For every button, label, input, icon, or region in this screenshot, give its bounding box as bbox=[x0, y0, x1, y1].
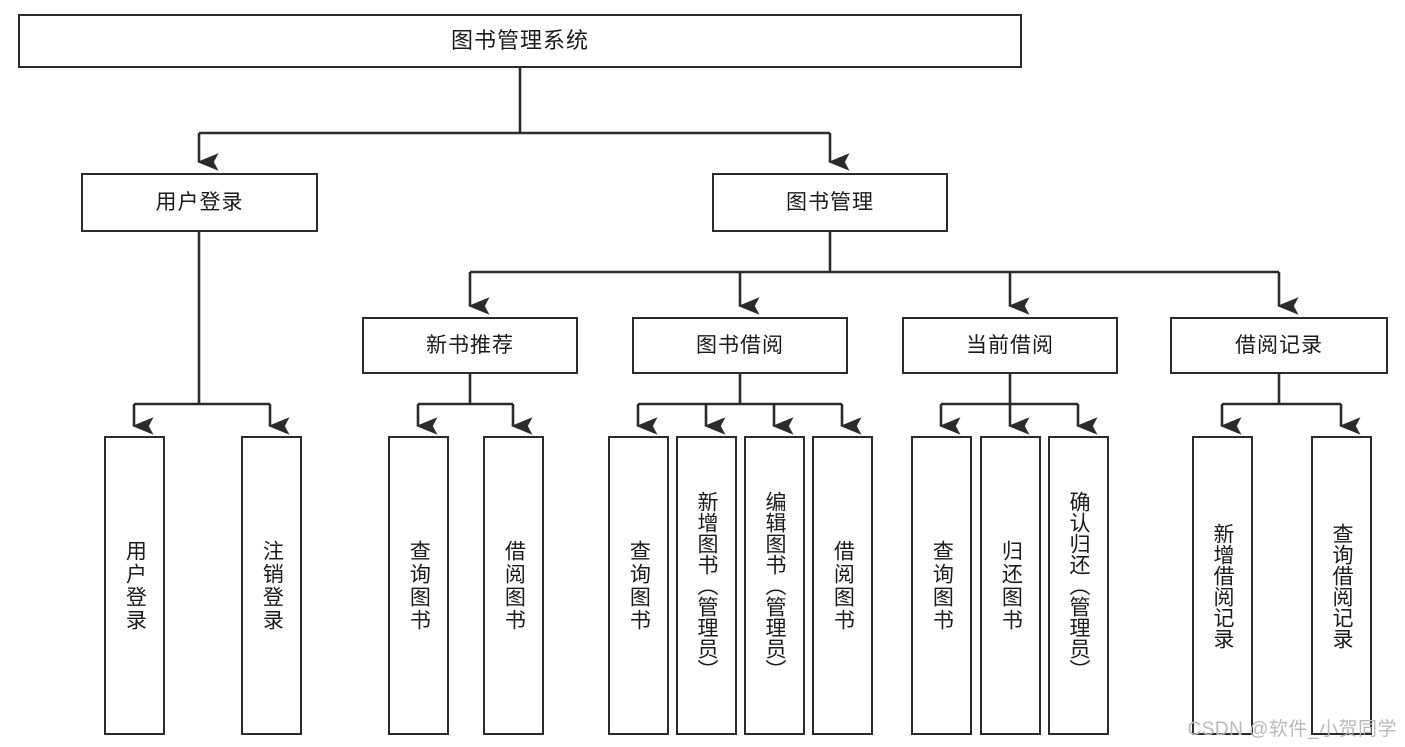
leaf-logout-label: 注销登录 bbox=[260, 539, 284, 632]
node-user-login[interactable]: 用户登录 bbox=[81, 173, 318, 232]
leaf-user-login[interactable]: 用户登录 bbox=[104, 436, 165, 735]
leaf-query-book-2[interactable]: 查询图书 bbox=[608, 436, 669, 735]
leaf-edit-book-label: 编辑图书（管理员） bbox=[763, 491, 787, 680]
node-new-book-recommend[interactable]: 新书推荐 bbox=[362, 317, 578, 374]
leaf-add-record[interactable]: 新增借阅记录 bbox=[1192, 436, 1253, 735]
leaf-borrow-book-1-label: 借阅图书 bbox=[502, 539, 526, 632]
leaf-query-record[interactable]: 查询借阅记录 bbox=[1311, 436, 1372, 735]
node-current-borrow-label: 当前借阅 bbox=[966, 333, 1054, 357]
node-user-login-label: 用户登录 bbox=[155, 190, 244, 214]
leaf-edit-book[interactable]: 编辑图书（管理员） bbox=[744, 436, 805, 735]
leaf-borrow-book-1[interactable]: 借阅图书 bbox=[483, 436, 544, 735]
leaf-query-book-1[interactable]: 查询图书 bbox=[388, 436, 449, 735]
leaf-user-login-label: 用户登录 bbox=[123, 539, 147, 632]
leaf-confirm-return[interactable]: 确认归还（管理员） bbox=[1048, 436, 1109, 735]
leaf-logout[interactable]: 注销登录 bbox=[241, 436, 302, 735]
leaf-query-book-3[interactable]: 查询图书 bbox=[911, 436, 972, 735]
leaf-query-record-label: 查询借阅记录 bbox=[1330, 522, 1354, 649]
leaf-return-book[interactable]: 归还图书 bbox=[980, 436, 1041, 735]
leaf-confirm-return-label: 确认归还（管理员） bbox=[1067, 491, 1091, 680]
leaf-borrow-book-2-label: 借阅图书 bbox=[831, 539, 855, 632]
node-book-manage[interactable]: 图书管理 bbox=[712, 173, 948, 232]
node-borrow-record[interactable]: 借阅记录 bbox=[1170, 317, 1388, 374]
node-book-manage-label: 图书管理 bbox=[786, 190, 874, 214]
leaf-borrow-book-2[interactable]: 借阅图书 bbox=[812, 436, 873, 735]
node-root[interactable]: 图书管理系统 bbox=[18, 14, 1022, 68]
leaf-add-record-label: 新增借阅记录 bbox=[1211, 522, 1235, 649]
node-new-book-recommend-label: 新书推荐 bbox=[426, 333, 514, 357]
leaf-query-book-1-label: 查询图书 bbox=[407, 539, 431, 632]
leaf-query-book-3-label: 查询图书 bbox=[930, 539, 954, 632]
leaf-add-book[interactable]: 新增图书（管理员） bbox=[676, 436, 737, 735]
node-current-borrow[interactable]: 当前借阅 bbox=[902, 317, 1118, 374]
leaf-return-book-label: 归还图书 bbox=[999, 539, 1023, 632]
node-borrow-record-label: 借阅记录 bbox=[1235, 333, 1323, 357]
leaf-add-book-label: 新增图书（管理员） bbox=[695, 491, 719, 680]
node-book-borrow[interactable]: 图书借阅 bbox=[632, 317, 848, 374]
leaf-query-book-2-label: 查询图书 bbox=[627, 539, 651, 632]
node-book-borrow-label: 图书借阅 bbox=[696, 333, 784, 357]
node-root-label: 图书管理系统 bbox=[450, 27, 589, 53]
